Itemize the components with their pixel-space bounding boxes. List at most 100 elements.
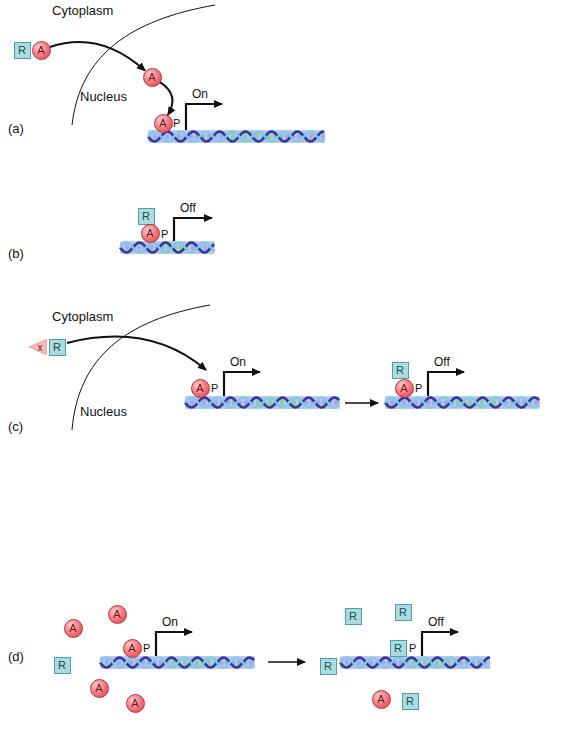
base-pair <box>333 399 334 406</box>
base-pair <box>476 659 477 666</box>
base-pair <box>255 399 256 406</box>
base-pair <box>231 399 232 406</box>
base-pair <box>194 133 195 140</box>
activator-circle: A <box>191 379 210 398</box>
repressor-box: R <box>390 640 407 657</box>
dna-strand <box>100 658 254 668</box>
dna-helix <box>340 656 490 669</box>
repressor-box: R <box>54 657 71 674</box>
transcription-arrow <box>174 218 212 241</box>
base-pair <box>166 244 167 251</box>
base-pair <box>296 133 297 140</box>
base-pair <box>455 399 456 406</box>
molecule-label: R <box>18 45 26 56</box>
region-label: Nucleus <box>80 90 127 104</box>
activator-circle: A <box>108 605 127 624</box>
base-pair <box>224 659 225 666</box>
base-pair <box>398 659 399 666</box>
molecule-label: A <box>400 383 407 394</box>
state-label: On <box>162 616 178 629</box>
dna-band <box>100 656 255 669</box>
molecule-label: A <box>148 72 155 83</box>
molecule-label: R <box>53 342 61 353</box>
molecule-label: x <box>38 342 43 353</box>
dna-strand <box>385 398 539 408</box>
dna-strand <box>185 398 339 408</box>
activator-circle: A <box>141 224 160 243</box>
dna-band <box>185 396 340 409</box>
molecule-label: R <box>349 611 357 622</box>
state-label: Off <box>180 202 196 215</box>
transcription-arrow <box>156 632 192 656</box>
repressor-box: R <box>320 658 337 675</box>
nuclear-membrane <box>72 5 215 125</box>
activator-circle: A <box>154 114 173 133</box>
dna-helix <box>385 396 540 409</box>
base-pair <box>284 133 285 140</box>
repressor-box: R <box>138 208 155 225</box>
base-pair <box>374 659 375 666</box>
activator-circle: A <box>123 639 142 658</box>
promoter-label: P <box>211 382 218 394</box>
dna-band <box>385 396 540 409</box>
dna-strand <box>120 243 214 253</box>
state-label: Off <box>434 356 450 369</box>
activator-circle: A <box>143 68 162 87</box>
activator-circle: A <box>126 694 145 713</box>
transition-arrow <box>268 661 305 663</box>
base-pair <box>309 399 310 406</box>
base-pair <box>488 659 489 666</box>
base-pair <box>431 399 432 406</box>
activator-circle: A <box>64 619 83 638</box>
molecule-label: A <box>69 623 76 634</box>
panel-label: (a) <box>8 122 24 136</box>
molecule-label: R <box>394 643 402 654</box>
base-pair <box>533 399 534 406</box>
dna-strand <box>120 243 214 253</box>
promoter-label: P <box>409 642 416 654</box>
molecule-label: A <box>146 228 153 239</box>
repressor-box: R <box>49 339 66 356</box>
promoter-label: P <box>173 117 180 129</box>
molecule-label: A <box>95 683 102 694</box>
base-pair <box>218 133 219 140</box>
repressor-box: R <box>345 608 362 625</box>
dna-strand <box>148 132 324 142</box>
dna-band <box>120 241 215 254</box>
base-pair <box>219 399 220 406</box>
transcription-arrow <box>186 104 222 130</box>
molecule-label: R <box>399 607 407 618</box>
dna-helix <box>100 656 255 669</box>
repressor-box: R <box>402 693 419 710</box>
base-pair <box>452 659 453 666</box>
dna-strand <box>185 398 339 408</box>
panel-label: (c) <box>8 420 23 434</box>
dna-helix <box>185 396 340 409</box>
base-pair <box>497 399 498 406</box>
dna-strand <box>100 658 254 668</box>
transcription-arrow <box>422 632 458 656</box>
movement-arrow <box>160 82 172 115</box>
promoter-label: P <box>161 228 168 240</box>
dna-strand <box>340 658 490 668</box>
state-label: On <box>192 88 208 101</box>
panel-label: (d) <box>8 650 24 664</box>
base-pair <box>321 399 322 406</box>
dna-band <box>148 130 325 143</box>
base-pair <box>154 244 155 251</box>
base-pair <box>170 659 171 666</box>
molecule-label: A <box>159 118 166 129</box>
repressor-box: R <box>14 42 31 59</box>
molecule-label: R <box>58 660 66 671</box>
base-pair <box>182 133 183 140</box>
dna-band <box>340 656 490 669</box>
base-pair <box>134 659 135 666</box>
activator-circle: A <box>90 679 109 698</box>
molecule-label: R <box>142 211 150 222</box>
base-pair <box>248 659 249 666</box>
base-pair <box>386 659 387 666</box>
state-label: Off <box>428 616 444 629</box>
molecule-label: A <box>37 45 44 56</box>
